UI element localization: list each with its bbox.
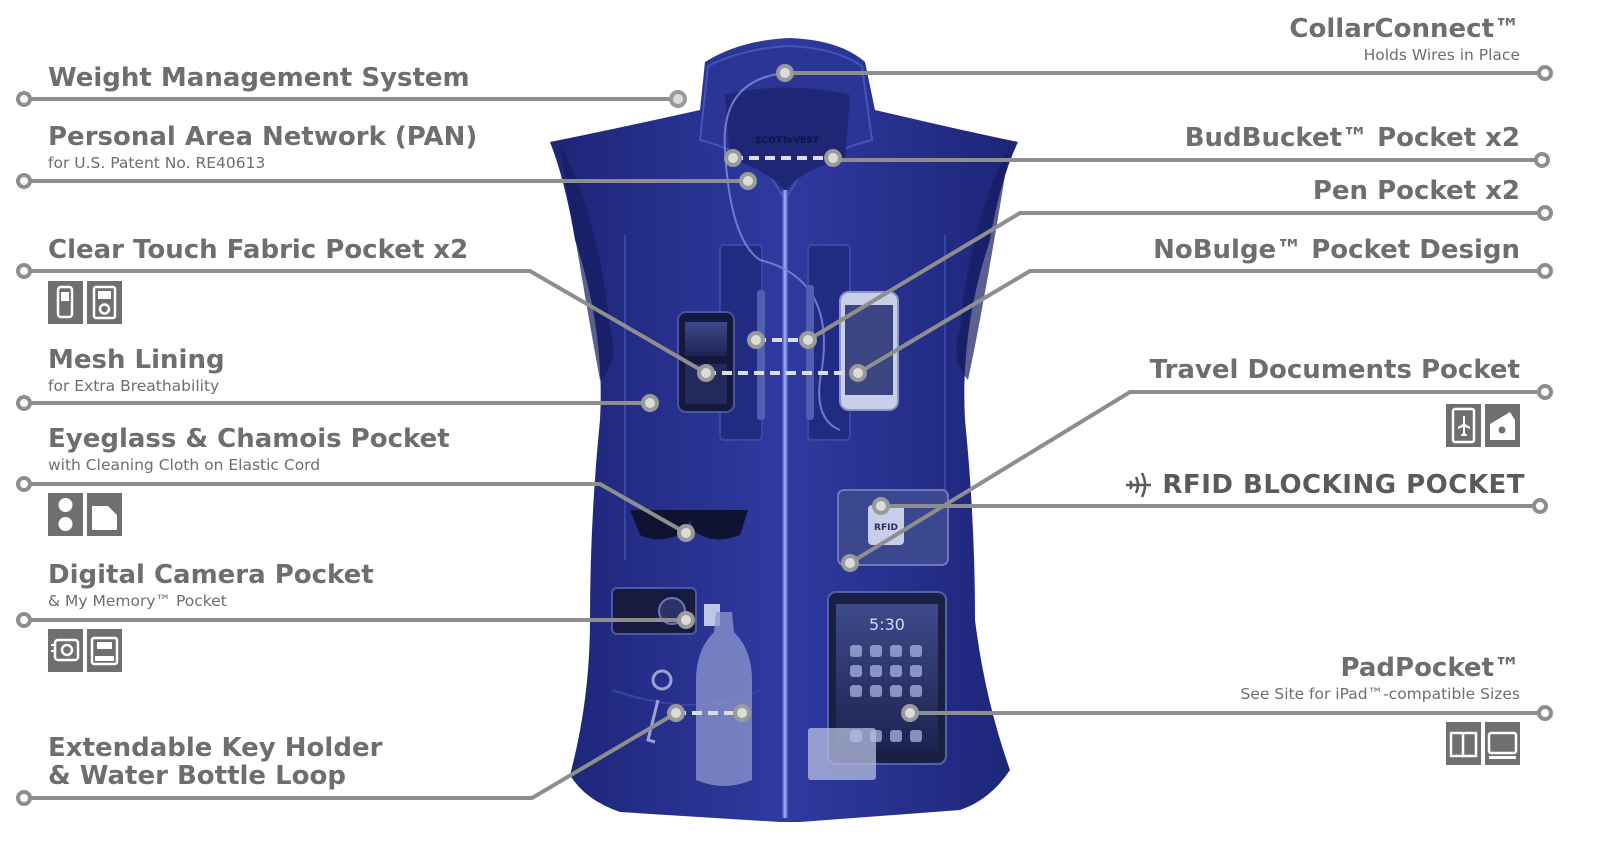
callout-dots	[641, 64, 919, 722]
feature-title: BudBucket™ Pocket x2	[1185, 123, 1520, 153]
rfid-card-label: RFID	[874, 523, 898, 533]
feature-title: Clear Touch Fabric Pocket x2	[48, 235, 468, 265]
feature-subtitle: & My Memory™ Pocket	[48, 592, 227, 610]
feature-title: Mesh Lining	[48, 345, 225, 375]
feature-title: Weight Management System	[48, 63, 470, 93]
feature-pen-pocket: Pen Pocket x2	[1313, 176, 1520, 206]
feature-title: Travel Documents Pocket	[1150, 355, 1520, 385]
leader-endpoints	[16, 65, 1553, 806]
feature-subtitle: Holds Wires in Place	[1364, 46, 1520, 64]
camera-icon	[48, 629, 83, 672]
feature-title: & Water Bottle Loop	[48, 761, 346, 791]
ipad-illustration: 5:30	[827, 591, 947, 765]
feature-padpocket: PadPocket™ See Site for iPad™-compatible…	[1241, 653, 1520, 765]
music-player-icon	[87, 281, 122, 324]
feature-subtitle: for Extra Breathability	[48, 377, 219, 395]
feature-title: Personal Area Network (PAN)	[48, 122, 477, 152]
phone-icon	[48, 281, 83, 324]
feature-subtitle: for U.S. Patent No. RE40613	[48, 154, 265, 172]
feature-title: Digital Camera Pocket	[48, 560, 374, 590]
feature-title: Eyeglass & Chamois Pocket	[48, 424, 450, 454]
rfid-card-illustration: RFID	[837, 489, 949, 566]
iphone-illustration	[839, 291, 899, 411]
feature-title: PadPocket™	[1341, 653, 1521, 683]
feature-weight-management: Weight Management System	[48, 63, 470, 93]
vest-illustration: SCOTTeVEST RF	[550, 38, 1018, 822]
feature-collarconnect: CollarConnect™ Holds Wires in Place	[1289, 14, 1520, 64]
feature-title: CollarConnect™	[1289, 14, 1520, 44]
feature-personal-area-network: Personal Area Network (PAN) for U.S. Pat…	[48, 122, 477, 172]
water-bottle-illustration	[696, 612, 752, 786]
feature-title: RFID BLOCKING POCKET	[1162, 470, 1525, 500]
feature-title: Extendable Key Holder	[48, 733, 383, 763]
feature-travel-documents-pocket: Travel Documents Pocket	[1150, 355, 1520, 447]
passport-icon	[1485, 404, 1520, 447]
feature-nobulge-pocket: NoBulge™ Pocket Design	[1153, 235, 1520, 265]
ipad-time: 5:30	[869, 615, 905, 634]
blackberry-phone-illustration	[677, 311, 735, 413]
leader-lines	[24, 71, 1545, 800]
feature-eyeglass-pocket: Eyeglass & Chamois Pocket with Cleaning …	[48, 424, 450, 536]
feature-budbucket-pocket: BudBucket™ Pocket x2	[1185, 123, 1520, 153]
glasses-lens-icon	[48, 493, 83, 536]
vest-brand-label: SCOTTeVEST	[755, 136, 820, 146]
feature-rfid-blocking-pocket: RFID BLOCKING POCKET	[1126, 470, 1525, 500]
tablet-icon	[1485, 722, 1520, 765]
ebook-icon	[1446, 722, 1481, 765]
feature-subtitle: with Cleaning Cloth on Elastic Cord	[48, 456, 320, 474]
feature-title: NoBulge™ Pocket Design	[1153, 235, 1520, 265]
camera-illustration	[611, 587, 697, 635]
feature-digital-camera-pocket: Digital Camera Pocket & My Memory™ Pocke…	[48, 560, 374, 672]
cloth-icon	[87, 493, 122, 536]
feature-subtitle: See Site for iPad™-compatible Sizes	[1241, 685, 1520, 703]
feature-title: Pen Pocket x2	[1313, 176, 1520, 206]
boarding-pass-icon	[1446, 404, 1481, 447]
feature-key-holder: Extendable Key Holder & Water Bottle Loo…	[48, 733, 383, 791]
feature-clear-touch-pocket: Clear Touch Fabric Pocket x2	[48, 235, 468, 324]
memory-card-icon	[87, 629, 122, 672]
rfid-signal-icon	[1126, 472, 1151, 498]
feature-mesh-lining: Mesh Lining for Extra Breathability	[48, 345, 225, 395]
